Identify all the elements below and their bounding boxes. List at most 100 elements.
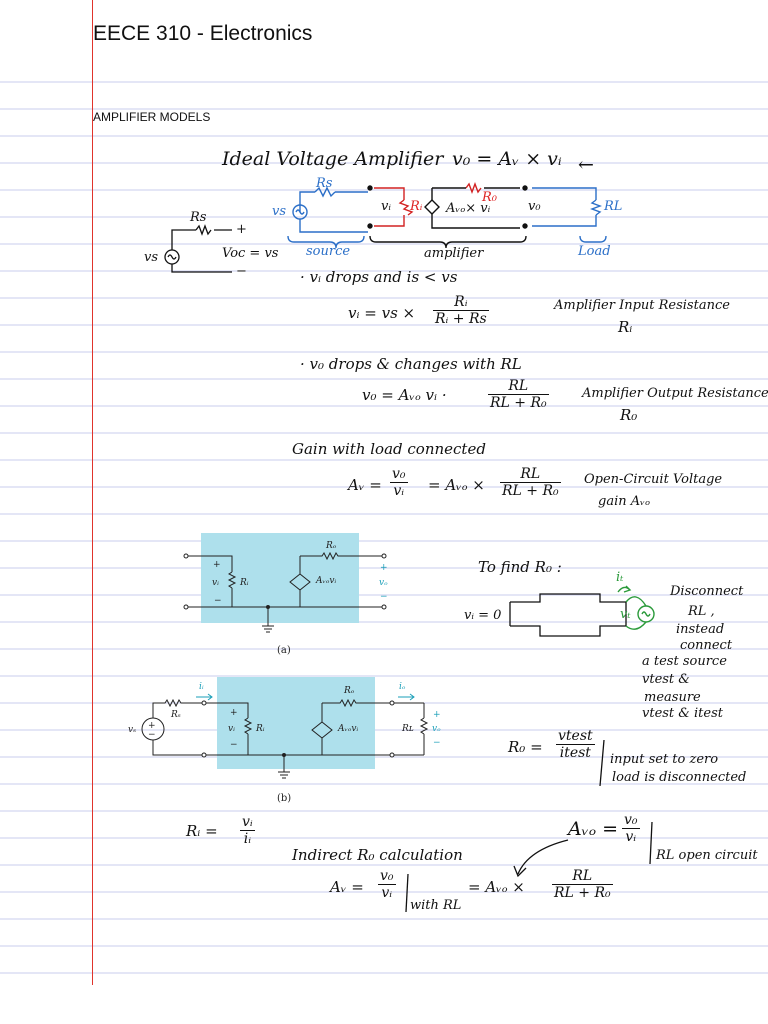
find-ro-note-3: connect [680, 638, 733, 653]
ideal-amp-heading: Ideal Voltage Amplifier [222, 148, 444, 170]
eq2-lhs: v₀ = Aᵥₒ vᵢ · [362, 386, 447, 404]
eq2-denominator: RL + R₀ [490, 395, 547, 411]
find-ro-note-4: a test source [642, 654, 727, 669]
eq2-fraction: RL RL + R₀ [488, 378, 549, 411]
ri-eq-denominator: iᵢ [243, 831, 252, 847]
fig-a-ro: Rₒ [326, 541, 337, 551]
it-label: iₜ [616, 570, 624, 585]
fig-b-vo-minus: − [433, 738, 441, 748]
eq2-note-2: R₀ [620, 406, 638, 424]
fig-b-vs-plus: + [148, 721, 156, 731]
ro-eq-numerator: vtest [556, 728, 595, 745]
fig-a-vo-minus: − [380, 592, 388, 602]
eq1-fraction: Rᵢ Rᵢ + Rs [433, 294, 489, 327]
page-title: EECE 310 - Electronics [93, 22, 313, 45]
voc-label: Voc = vs [222, 246, 279, 261]
find-ro-note-6: measure [644, 690, 701, 705]
avo-eq-fraction: v₀ vᵢ [622, 812, 640, 845]
vs-label-thevenin: vs [144, 250, 159, 265]
eq3-denominator-1: vᵢ [393, 483, 405, 499]
avo-eq-lhs: Aᵥₒ = [568, 818, 619, 840]
fig-a-vo-plus: + [380, 563, 388, 573]
avo-label-top: Aᵥₒ× vᵢ [446, 201, 491, 216]
ideal-amp-equation: v₀ = Aᵥ × vᵢ [452, 148, 562, 170]
vi-zero-label: vᵢ = 0 [464, 608, 502, 623]
fig-a-vo: vₒ [379, 578, 388, 588]
figure-b-caption: (b) [277, 793, 292, 804]
figure-a-caption: (a) [277, 645, 291, 656]
fig-b-plus: + [230, 708, 238, 718]
av-eq-mid: = Aᵥₒ × [468, 878, 525, 896]
fig-b-rs: Rₛ [171, 710, 181, 720]
fig-b-rl: Rʟ [402, 724, 414, 734]
avo-eq-numerator: v₀ [622, 812, 640, 829]
ri-eq-numerator: vᵢ [240, 814, 255, 831]
ro-eq-lhs: R₀ = [508, 738, 543, 756]
avo-eq-note: RL open circuit [656, 848, 758, 863]
thevenin-minus: − [236, 264, 247, 279]
margin-line [92, 0, 93, 985]
fig-b-source: Aᵥₒvᵢ [338, 724, 359, 734]
find-ro-note-1: RL , [688, 604, 715, 619]
av-eq-numerator: v₀ [378, 868, 396, 885]
eq1-note: Amplifier Input Resistance [554, 298, 730, 313]
arrow-left-icon: ← [578, 154, 594, 176]
eq1-denominator: Rᵢ + Rs [435, 311, 487, 327]
vi-label-top: vᵢ [381, 199, 391, 214]
fig-b-ri: Rᵢ [256, 724, 265, 734]
eq3-numerator-2: RL [500, 466, 561, 483]
eq1-numerator: Rᵢ [433, 294, 489, 311]
fig-b-ii: iᵢ [199, 682, 204, 692]
eq3-fraction-2: RL RL + R₀ [500, 466, 561, 499]
eq3-fraction-1: v₀ vᵢ [390, 466, 408, 499]
fig-a-plus: + [213, 560, 221, 570]
ri-label-top: Rᵢ [410, 199, 423, 214]
fig-b-minus: − [230, 740, 238, 750]
eq2-note: Amplifier Output Resistance [582, 386, 768, 401]
eq2-numerator: RL [488, 378, 549, 395]
fig-a-minus: − [214, 596, 222, 606]
load-label: Load [578, 244, 611, 259]
find-ro-note-5: vtest & [642, 672, 690, 687]
avo-eq-denominator: vᵢ [625, 829, 637, 845]
find-ro-note-7: vtest & itest [642, 706, 723, 721]
rs-label-top: Rs [316, 176, 333, 191]
section-heading: AMPLIFIER MODELS [93, 110, 211, 124]
bullet-2-text: v₀ drops & changes with RL [309, 355, 522, 373]
ro-eq-denominator: itest [559, 745, 591, 761]
vs-label-top: vs [272, 204, 287, 219]
fig-b-vo: vₒ [432, 724, 441, 734]
amplifier-label: amplifier [424, 246, 484, 261]
fig-b-vs-minus: − [148, 730, 156, 740]
fig-b-vs: vₛ [128, 725, 137, 735]
eq3-note-2: gain Aᵥₒ [598, 494, 650, 509]
gain-heading: Gain with load connected [292, 440, 486, 458]
eq3-numerator-1: v₀ [390, 466, 408, 483]
source-label: source [306, 244, 351, 259]
ro-label-top: R₀ [482, 190, 497, 205]
eq3-denominator-2: RL + R₀ [502, 483, 559, 499]
eq3-note: Open-Circuit Voltage [584, 472, 723, 487]
find-ro-note-0: Disconnect [670, 584, 744, 599]
av-eq-fraction-2: RL RL + R₀ [552, 868, 613, 901]
eq3-lhs: Aᵥ = [348, 476, 382, 494]
indirect-heading: Indirect R₀ calculation [292, 846, 463, 864]
fig-b-ro: Rₒ [344, 686, 355, 696]
av-eq-numerator-2: RL [552, 868, 613, 885]
bullet-2: · v₀ drops & changes with RL [300, 355, 522, 373]
vt-label: vₜ [620, 607, 631, 622]
fig-b-io: iₒ [399, 682, 406, 692]
find-ro-heading: To find R₀ : [478, 558, 562, 576]
rs-label-thevenin: Rs [190, 210, 207, 225]
eq1-note-2: Rᵢ [618, 318, 633, 336]
fig-b-vi: vᵢ [228, 724, 235, 734]
